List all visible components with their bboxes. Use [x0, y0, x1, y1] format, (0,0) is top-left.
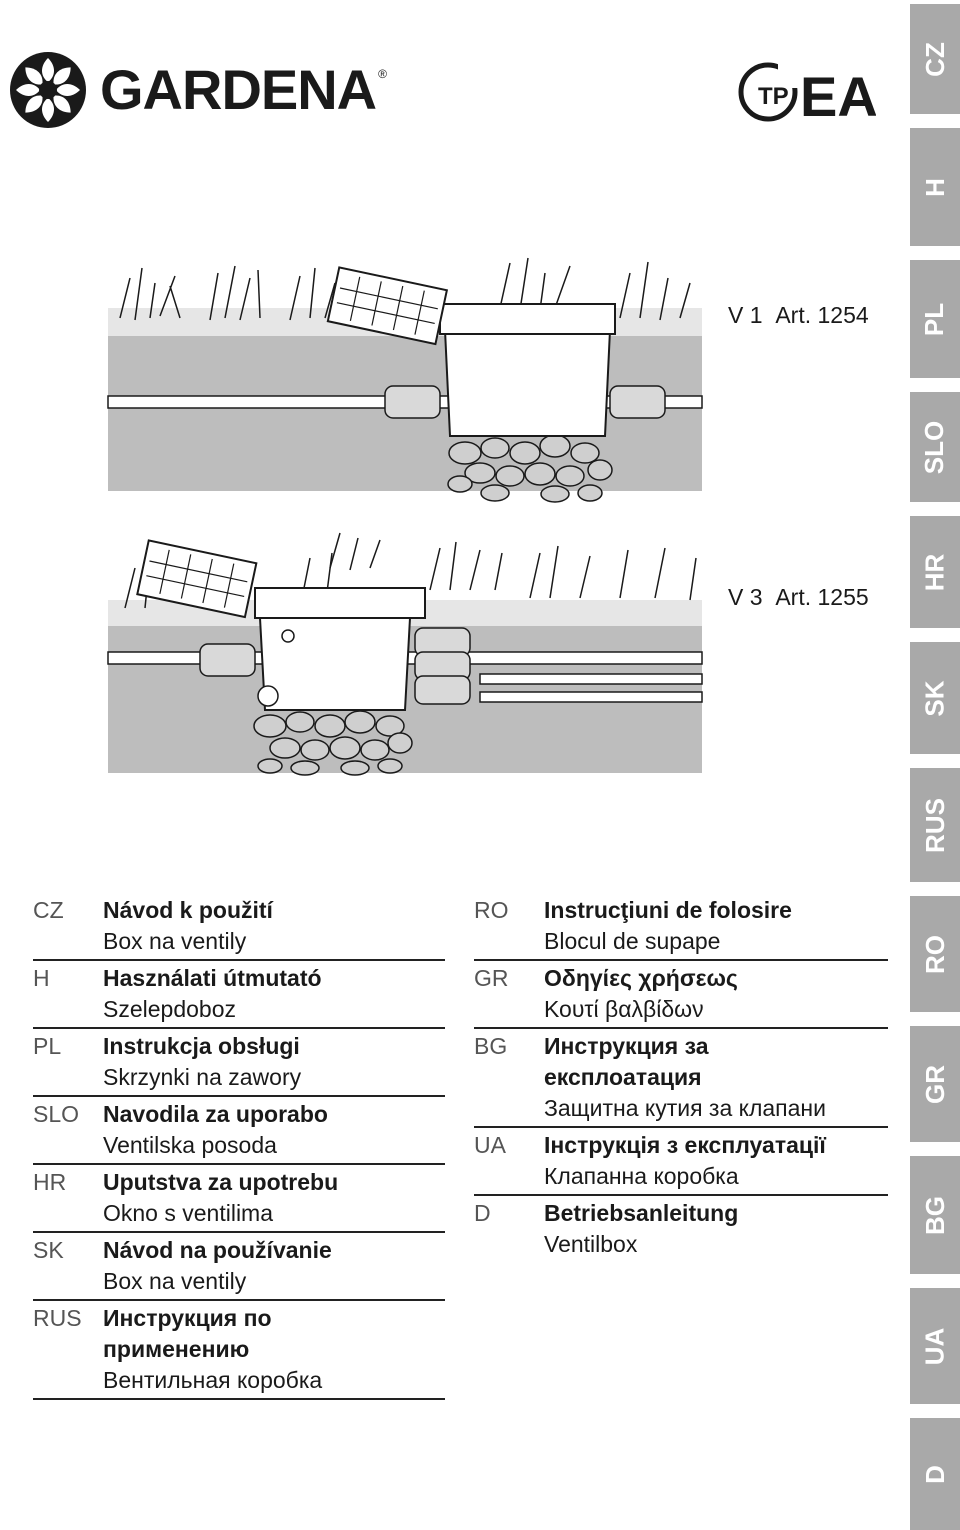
product-name: Вентильная коробка [103, 1367, 323, 1393]
language-code: RO [474, 897, 509, 923]
registered-mark: ® [378, 67, 387, 81]
manual-title: Инструкция за експлоатация [544, 1033, 709, 1090]
tab-slo[interactable]: SLO [910, 392, 960, 502]
brand-wordmark: GARDENA® [100, 62, 387, 118]
product-name: Skrzynki na zawory [103, 1064, 302, 1090]
certification-marks: ТР EAC [736, 60, 918, 129]
version-v1: V 1 [728, 302, 763, 328]
valve-box-illustration-v3 [100, 528, 710, 783]
product-name: Blocul de supape [544, 928, 721, 954]
tab-rus[interactable]: RUS [910, 768, 960, 882]
manual-title: Instrucţiuni de folosire [544, 897, 792, 923]
manual-title: Uputstva za upotrebu [103, 1169, 339, 1195]
language-code: HR [33, 1169, 67, 1195]
tab-pl[interactable]: PL [910, 260, 960, 378]
language-code: PL [33, 1033, 62, 1059]
language-code: BG [474, 1033, 508, 1059]
tab-h[interactable]: H [910, 128, 960, 246]
tab-cz[interactable]: CZ [910, 4, 960, 114]
product-name: Клапанна коробка [544, 1163, 739, 1189]
language-code: RUS [33, 1305, 82, 1331]
article-label-v1: V 1 Art. 1254 [728, 302, 869, 329]
manual-title: Instrukcja obsługi [103, 1033, 300, 1059]
language-code: SLO [33, 1101, 80, 1127]
language-code: UA [474, 1132, 506, 1158]
brand-name: GARDENA [100, 58, 377, 121]
language-code: D [474, 1200, 491, 1226]
svg-text:ТР: ТР [758, 83, 789, 110]
product-name: Szelepdoboz [103, 996, 236, 1022]
manual-title: Návod k použití [103, 897, 273, 923]
manual-title: Οδηγίες χρήσεως [544, 965, 738, 991]
product-name: Ventilska posoda [103, 1132, 277, 1158]
product-name: Okno s ventilima [103, 1200, 274, 1226]
tab-sk[interactable]: SK [910, 642, 960, 754]
eac-label: EAC [800, 65, 876, 124]
tab-ro[interactable]: RO [910, 896, 960, 1012]
manual-title: Használati útmutató [103, 965, 322, 991]
tab-bg[interactable]: BG [910, 1156, 960, 1274]
language-code: H [33, 965, 50, 991]
eac-certification-icon: ТР EAC [738, 62, 918, 128]
version-v3: V 3 [728, 584, 763, 610]
language-code: SK [33, 1237, 64, 1263]
product-name: Box na ventily [103, 1268, 247, 1294]
manual-title: Інструкція з експлуатації [544, 1132, 826, 1158]
product-name: Защитна кутия за клапани [544, 1095, 826, 1121]
manual-title: Betriebsanleitung [544, 1200, 739, 1226]
product-name: Box na ventily [103, 928, 247, 954]
valve-box-illustration-v1 [100, 248, 710, 518]
language-code: CZ [33, 897, 64, 923]
tab-gr[interactable]: GR [910, 1026, 960, 1142]
manual-title: Návod na používanie [103, 1237, 332, 1263]
tab-d[interactable]: D [910, 1418, 960, 1530]
gardena-flower-icon [10, 52, 86, 128]
manual-title: Navodila za uporabo [103, 1101, 328, 1127]
article-number-v1: Art. 1254 [775, 302, 869, 328]
article-number-v3: Art. 1255 [775, 584, 869, 610]
tab-ua[interactable]: UA [910, 1288, 960, 1404]
tab-hr[interactable]: HR [910, 516, 960, 628]
product-name: Κουτί βαλβίδων [544, 996, 704, 1022]
article-label-v3: V 3 Art. 1255 [728, 584, 869, 611]
manual-title: Инструкция по применению [103, 1305, 272, 1362]
language-code: GR [474, 965, 509, 991]
brand-logo: GARDENA® [6, 48, 387, 132]
product-name: Ventilbox [544, 1231, 638, 1257]
